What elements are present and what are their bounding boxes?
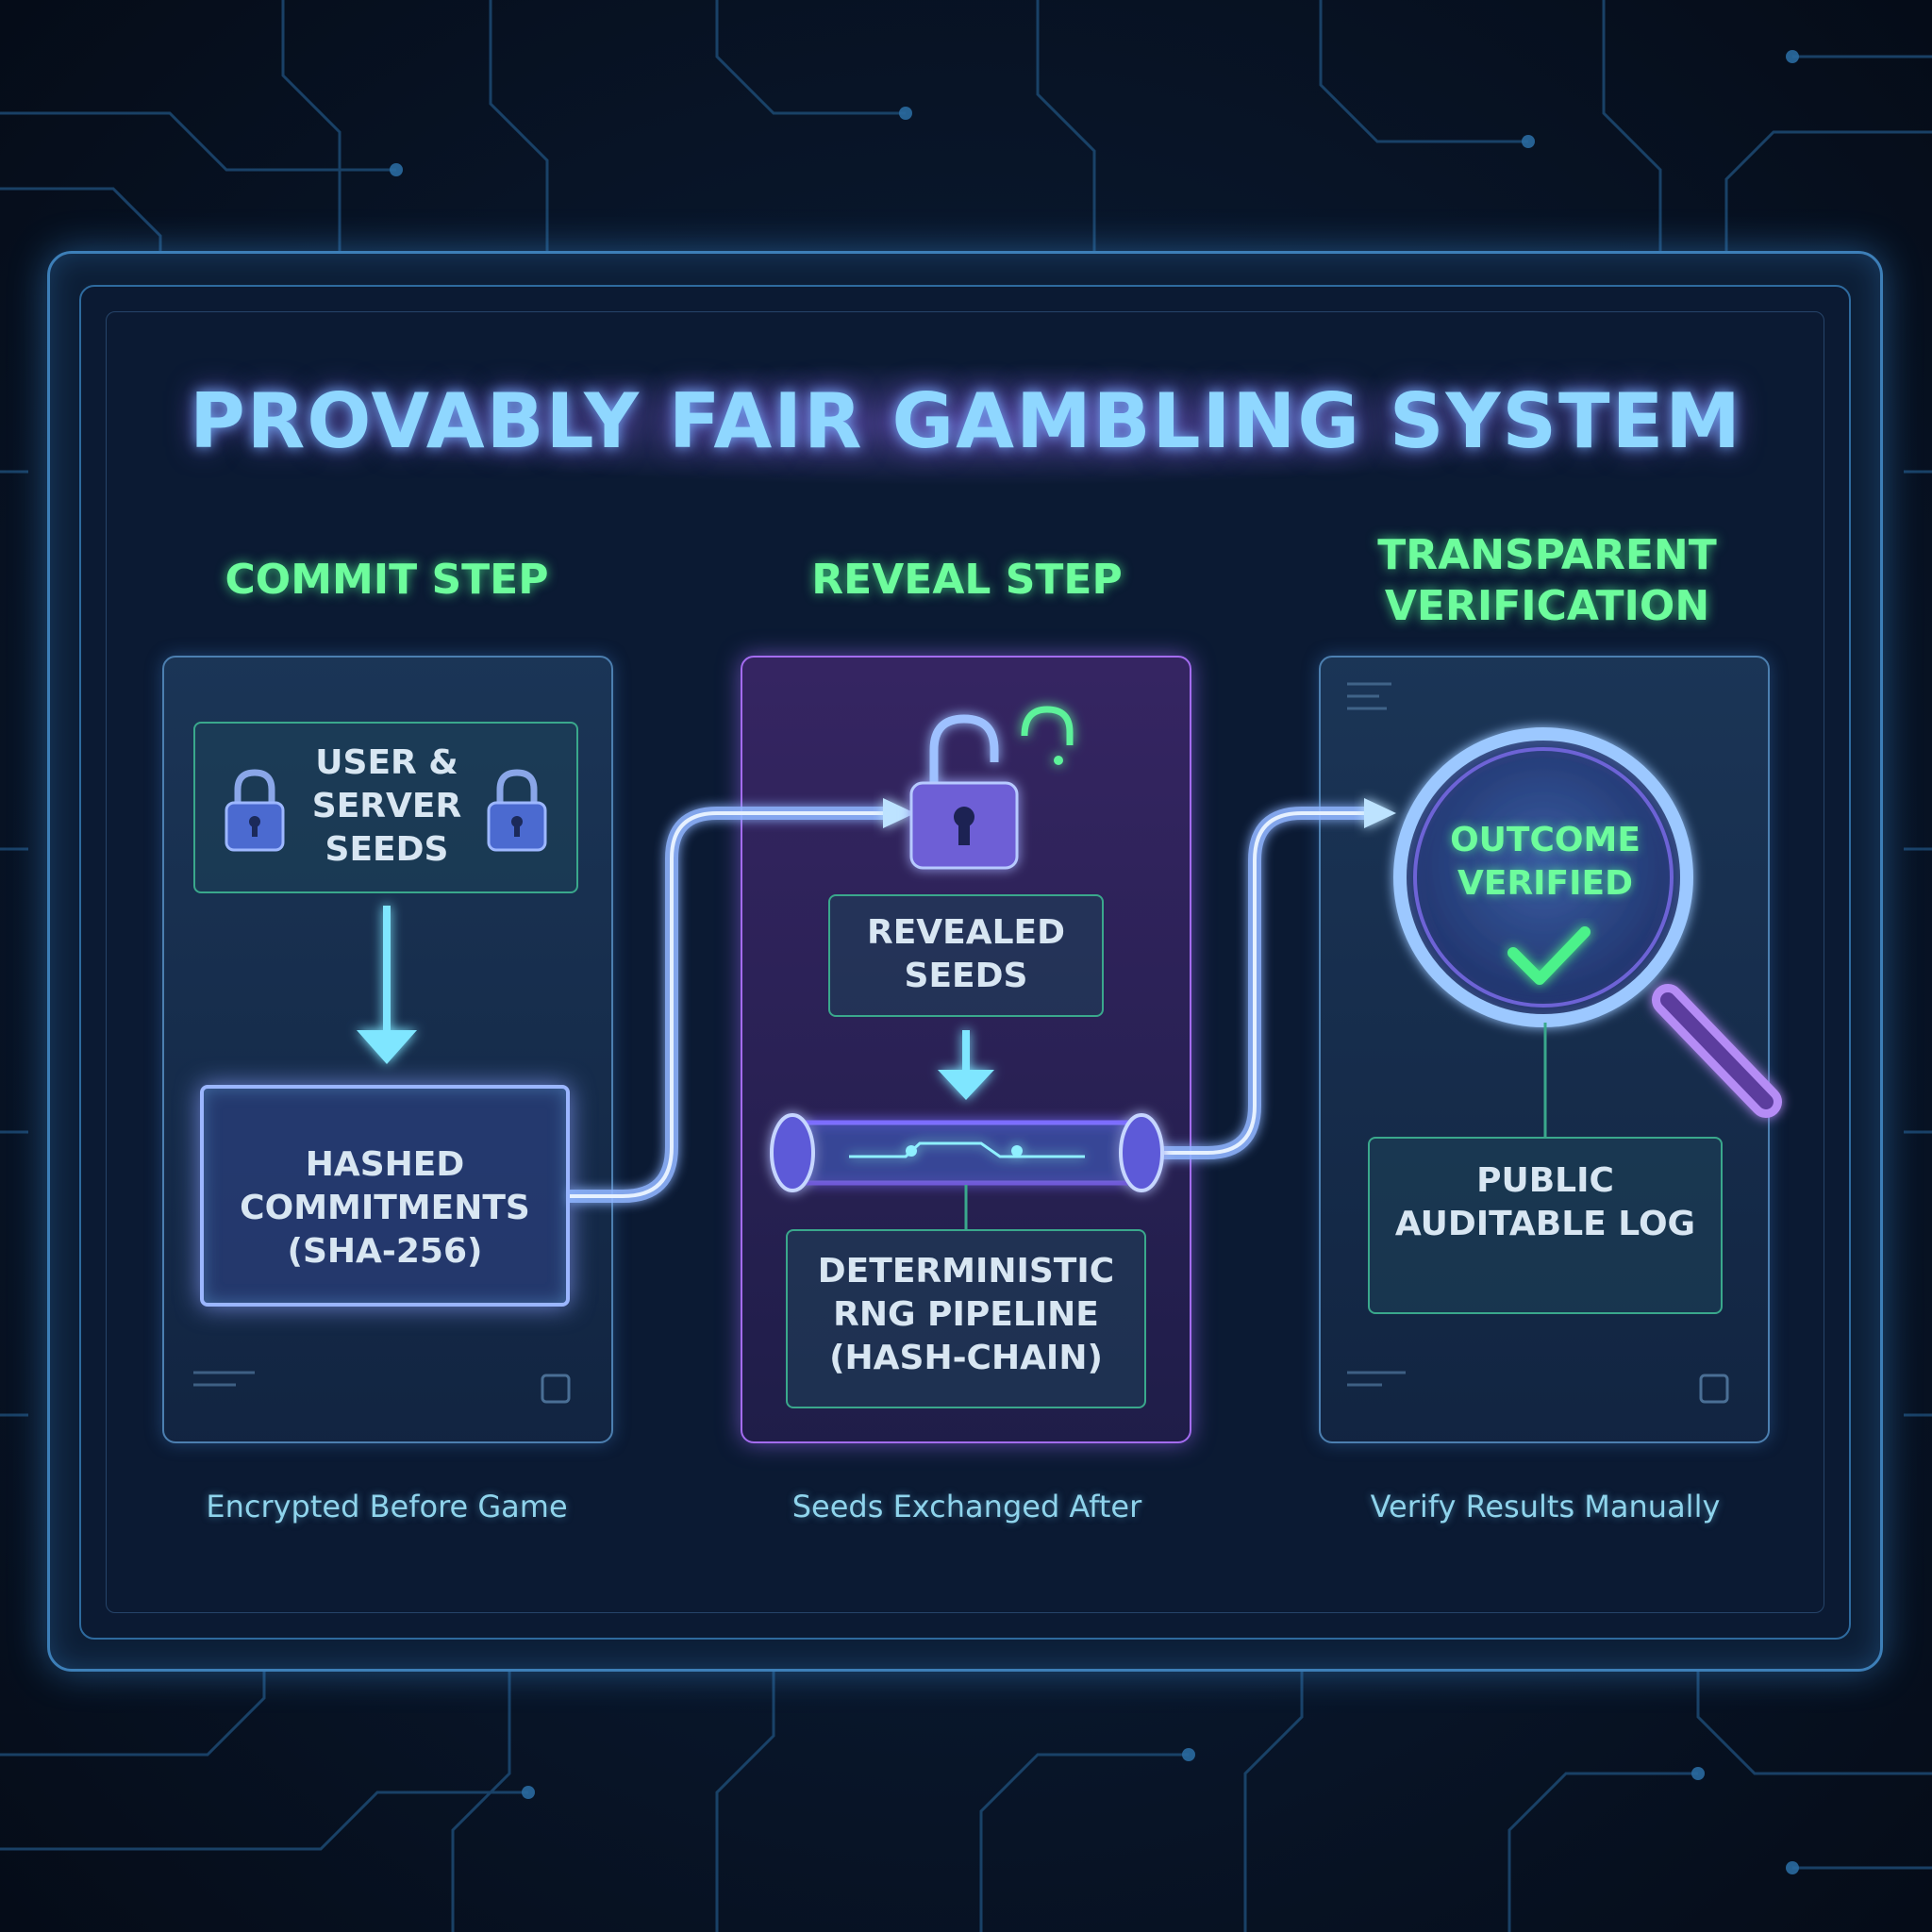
public-log-label: PUBLIC AUDITABLE LOG — [1394, 1161, 1696, 1243]
verification-panel — [1319, 656, 1770, 1443]
rng-pipeline-label: DETERMINISTIC RNG PIPELINE (HASH-CHAIN) — [817, 1252, 1115, 1377]
revealed-seeds-label: REVEALED SEEDS — [866, 913, 1066, 995]
reveal-step-heading: REVEAL STEP — [811, 556, 1123, 604]
commit-step-heading: COMMIT STEP — [225, 556, 549, 604]
reveal-caption: Seeds Exchanged After — [791, 1489, 1142, 1524]
hashed-commitments-label: HASHED COMMITMENTS (SHA-256) — [240, 1145, 530, 1271]
public-log-box — [1368, 1137, 1723, 1314]
verification-step-heading: TRANSPARENT VERIFICATION — [1377, 531, 1717, 630]
outcome-verified-label: OUTCOME VERIFIED — [1450, 821, 1641, 903]
hashed-commitments-box — [200, 1085, 570, 1307]
title-glow — [283, 363, 1651, 486]
commit-caption: Encrypted Before Game — [206, 1489, 568, 1524]
seeds-box-label: USER & SERVER SEEDS — [311, 743, 462, 869]
verification-caption: Verify Results Manually — [1370, 1489, 1721, 1524]
page-title: PROVABLY FAIR GAMBLING SYSTEM — [190, 377, 1742, 465]
frame-trim — [106, 311, 1824, 1613]
rng-pipeline-box — [786, 1229, 1146, 1408]
